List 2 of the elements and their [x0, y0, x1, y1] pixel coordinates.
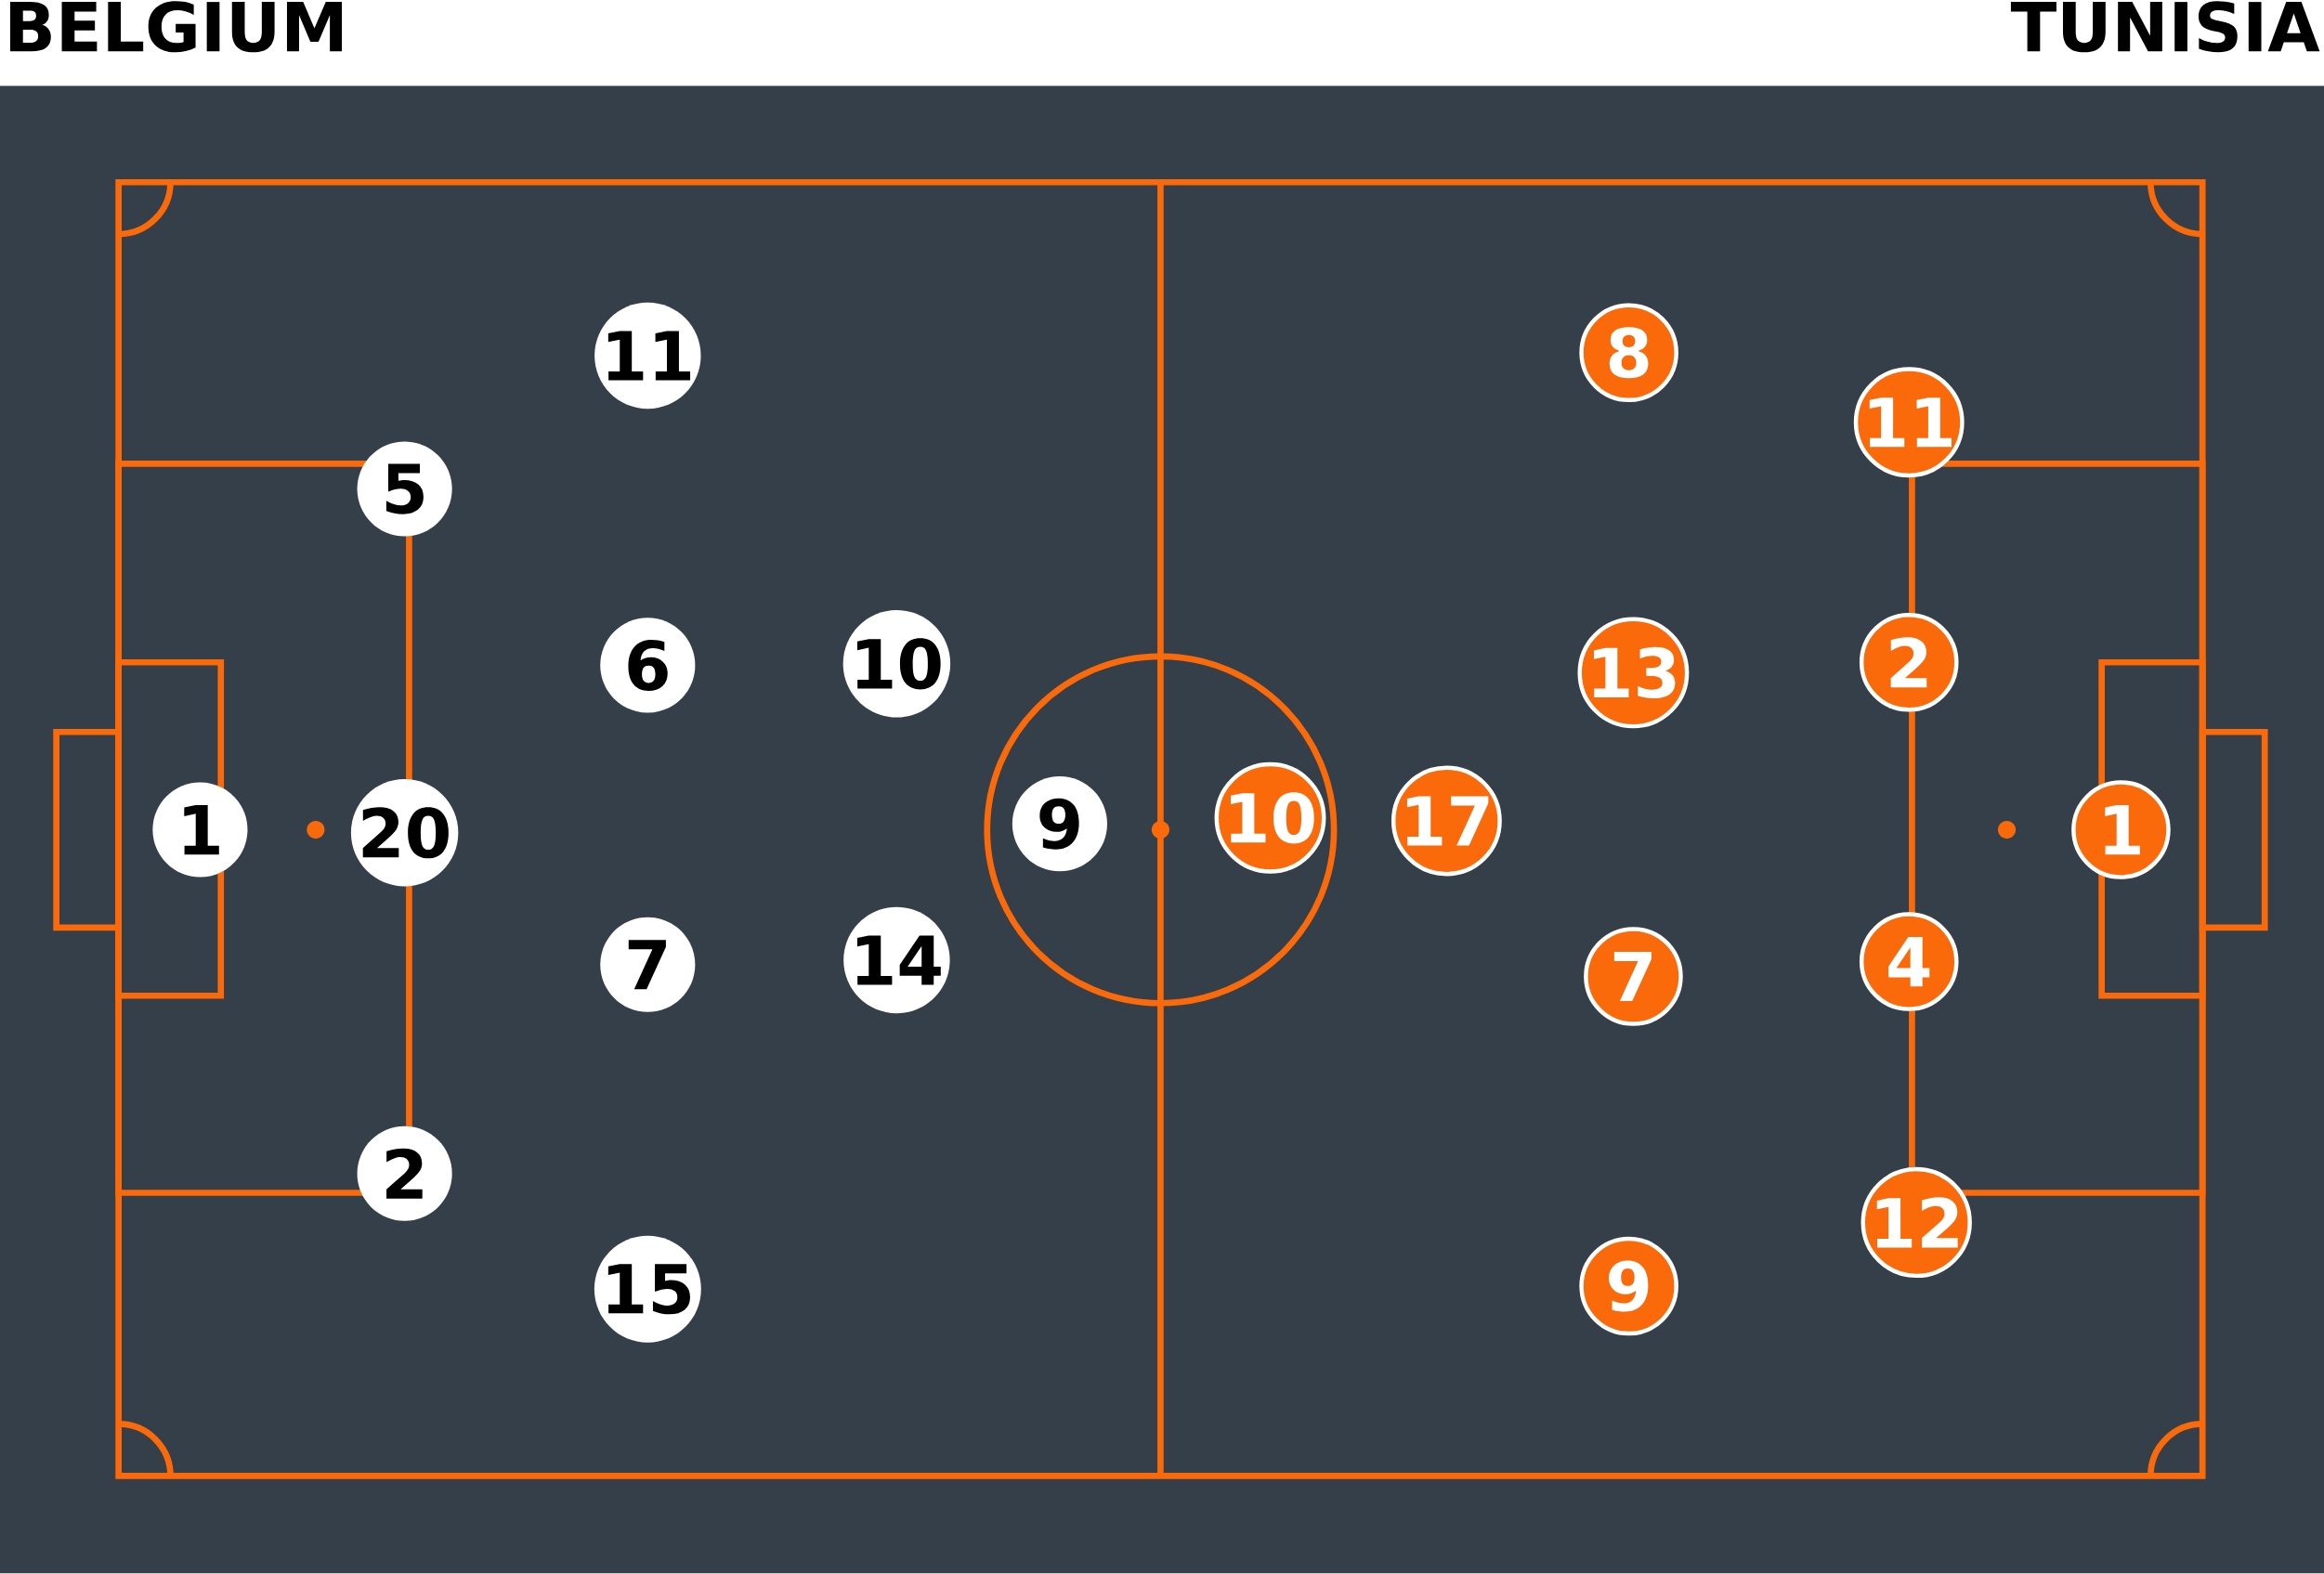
- team-name: BELGIUM: [10, 1, 343, 53]
- team-name: TUNISIA: [2010, 1, 2320, 53]
